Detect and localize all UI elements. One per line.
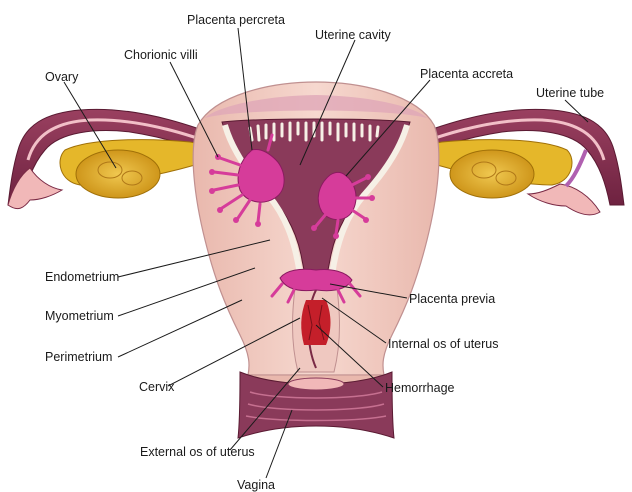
placenta-accreta	[311, 171, 375, 239]
right-uterine-tube	[381, 108, 625, 206]
right-fimbriae	[526, 183, 601, 216]
label-placenta-accreta: Placenta accreta	[420, 67, 514, 81]
leader-perimetrium	[117, 299, 243, 358]
leader-endometrium	[117, 239, 271, 278]
leader-placenta-accreta	[345, 79, 431, 177]
leader-internal-os	[321, 297, 387, 344]
label-chorionic-villi: Chorionic villi	[124, 48, 198, 62]
label-hemorrhage: Hemorrhage	[385, 381, 455, 395]
label-vagina: Vagina	[237, 478, 275, 492]
placenta-previa	[270, 268, 362, 304]
left-ovary	[75, 149, 161, 199]
label-cervix: Cervix	[139, 380, 175, 394]
leader-external-os	[229, 367, 301, 451]
leader-chorionic-villi	[169, 61, 219, 158]
leader-placenta-previa	[329, 283, 408, 299]
label-placenta-previa: Placenta previa	[409, 292, 496, 306]
leader-cervix	[167, 317, 301, 387]
leader-hemorrhage	[315, 324, 384, 388]
left-fimbriae	[7, 167, 64, 210]
label-external-os: External os of uterus	[140, 445, 255, 459]
leader-uterine-tube	[564, 99, 589, 123]
label-placenta-percreta: Placenta percreta	[187, 13, 285, 27]
leader-vagina	[265, 409, 293, 479]
label-myometrium: Myometrium	[45, 309, 114, 323]
leader-ovary	[63, 81, 117, 169]
right-ovary	[449, 149, 535, 199]
leader-myometrium	[117, 267, 256, 317]
hemorrhage-region	[301, 300, 331, 345]
label-perimetrium: Perimetrium	[45, 350, 113, 364]
placenta-percreta	[209, 133, 285, 227]
leader-uterine-cavity	[299, 39, 356, 166]
label-ovary: Ovary	[45, 70, 79, 84]
label-endometrium: Endometrium	[45, 270, 120, 284]
label-uterine-cavity: Uterine cavity	[315, 28, 391, 42]
label-internal-os: Internal os of uterus	[388, 337, 499, 351]
leader-placenta-percreta	[237, 27, 253, 151]
label-uterine-tube: Uterine tube	[536, 86, 605, 100]
